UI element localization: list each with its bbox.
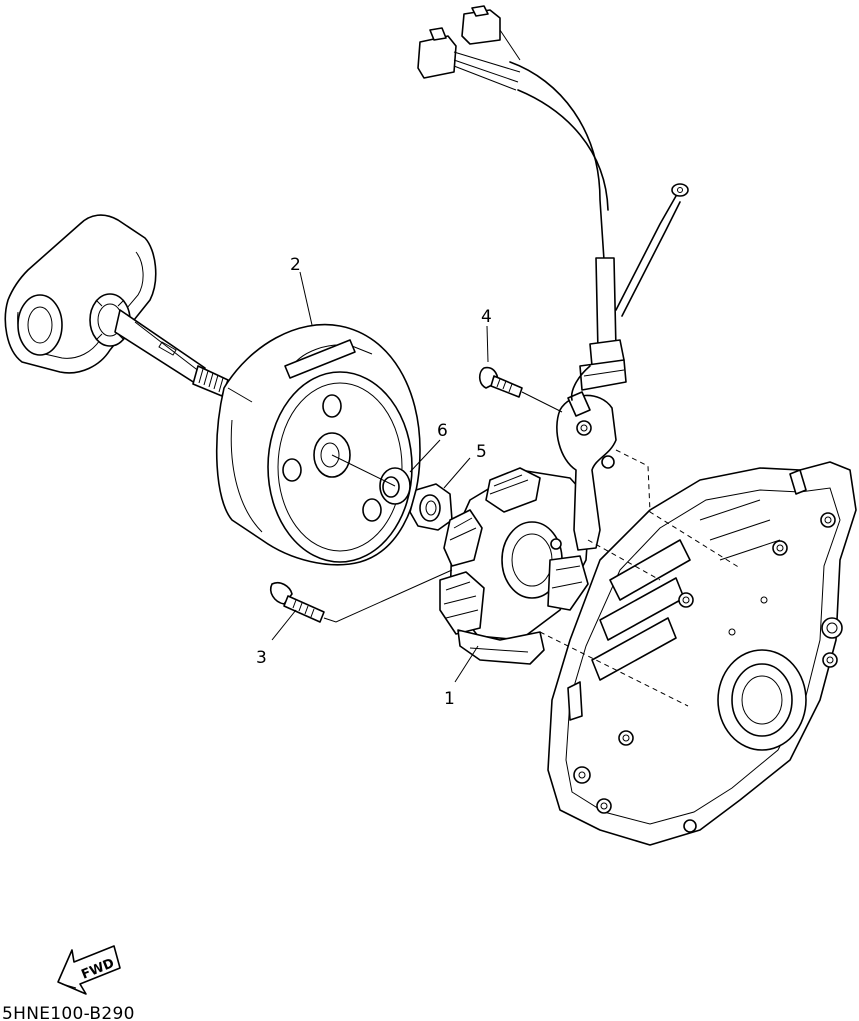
stator-assembly-part — [439, 467, 591, 665]
callout-4: 4 — [481, 307, 492, 327]
pickup-coil-and-wiring — [417, 5, 689, 551]
leader-lines — [227, 271, 741, 707]
rotor-flywheel-part — [215, 323, 421, 566]
fwd-arrow-icon: FWD — [57, 945, 121, 995]
crankshaft-part — [4, 214, 229, 397]
callout-1: 1 — [444, 689, 455, 709]
screw-part-3 — [269, 581, 325, 623]
screw-part-4 — [478, 366, 523, 398]
callout-6: 6 — [437, 421, 448, 441]
callout-5: 5 — [476, 442, 487, 462]
crankcase-cover-part — [547, 461, 857, 846]
nut-part — [409, 483, 453, 531]
callout-2: 2 — [290, 255, 301, 275]
drawing-code: 5HNE100-B290 — [2, 1004, 135, 1021]
callout-3: 3 — [256, 648, 267, 668]
